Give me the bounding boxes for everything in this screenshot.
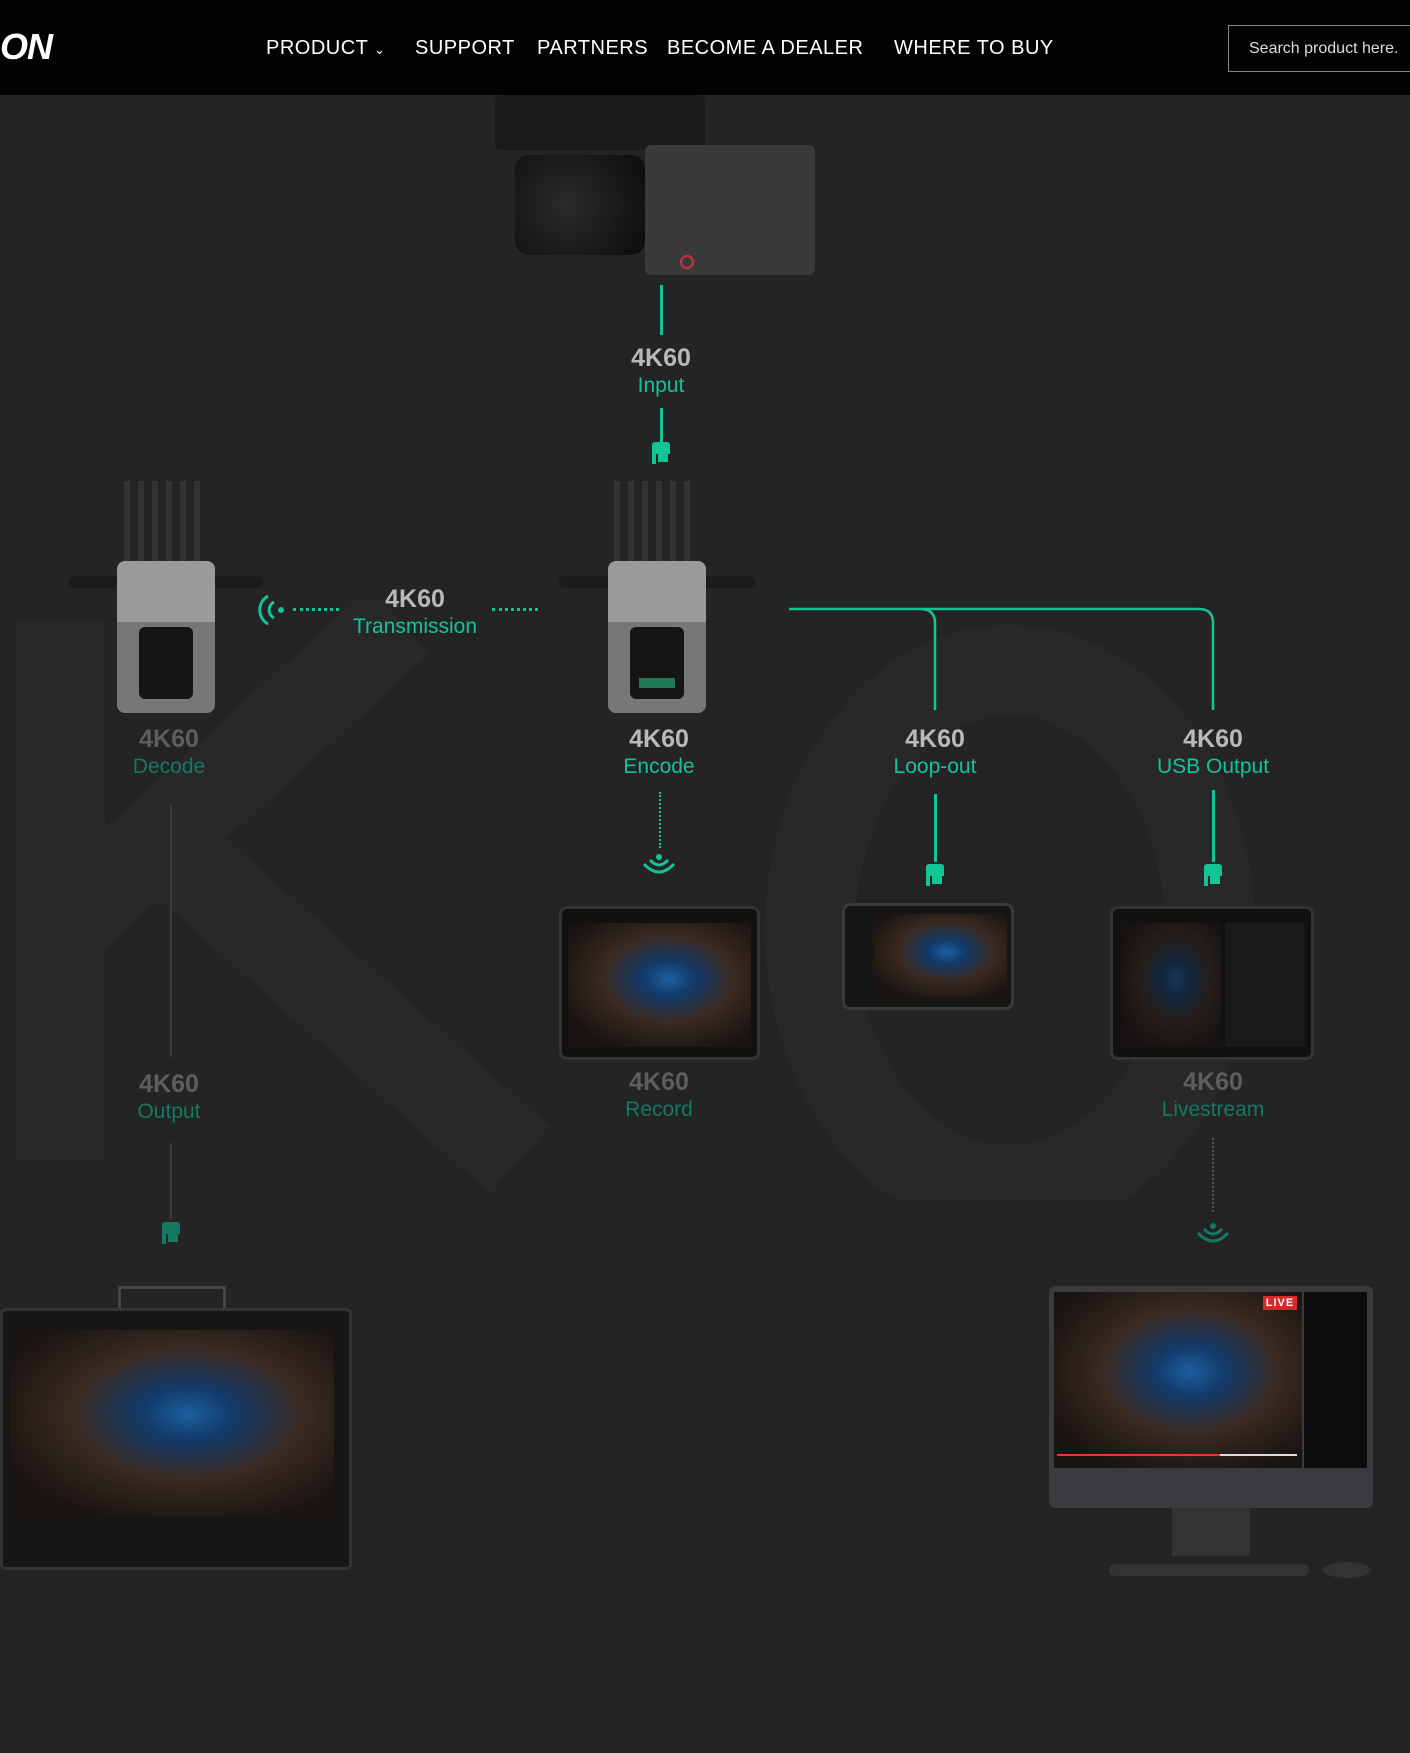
- output-value: 4K60: [139, 1070, 199, 1098]
- livestream-tablet: [1110, 906, 1314, 1060]
- usb-icon: [652, 442, 670, 464]
- usb-output-value: 4K60: [1183, 725, 1243, 753]
- production-monitor: [0, 1286, 352, 1582]
- usb-output-text: USB Output: [1156, 755, 1270, 778]
- nav-become-dealer[interactable]: BECOME A DEALER: [667, 37, 864, 59]
- input-text: Input: [637, 374, 685, 397]
- encoder-transmitter: [559, 481, 755, 713]
- encode-value: 4K60: [629, 725, 689, 753]
- logo[interactable]: ON: [0, 26, 53, 67]
- wifi-icon: [642, 854, 676, 874]
- usb-icon: [162, 1222, 180, 1244]
- usb-icon: [1204, 864, 1222, 886]
- nav-product[interactable]: PRODUCT ⌄: [266, 37, 386, 60]
- livestream-value: 4K60: [1183, 1068, 1243, 1096]
- loopout-text: Loop-out: [893, 755, 977, 778]
- transmission-text: Transmission: [352, 615, 478, 638]
- wifi-icon: [1196, 1223, 1230, 1243]
- nav-where-to-buy[interactable]: WHERE TO BUY: [894, 37, 1054, 59]
- encode-text: Encode: [623, 755, 695, 778]
- record-tablet: [559, 906, 760, 1060]
- livestream-computer: LIVE: [1049, 1286, 1373, 1578]
- search-input[interactable]: Search product here.: [1228, 25, 1410, 72]
- decode-text: Decode: [132, 755, 206, 778]
- top-nav: ON PRODUCT ⌄ SUPPORT PARTNERS BECOME A D…: [0, 0, 1410, 95]
- transmission-value: 4K60: [385, 585, 445, 613]
- live-badge: LIVE: [1263, 1296, 1297, 1310]
- usb-icon: [926, 864, 944, 886]
- input-value: 4K60: [631, 344, 691, 372]
- chevron-down-icon: ⌄: [374, 42, 386, 57]
- livestream-text: Livestream: [1161, 1098, 1265, 1121]
- loopout-value: 4K60: [905, 725, 965, 753]
- nav-partners[interactable]: PARTNERS: [537, 37, 649, 59]
- nav-product-label: PRODUCT: [266, 37, 369, 59]
- output-text: Output: [137, 1100, 201, 1123]
- record-text: Record: [625, 1098, 693, 1121]
- nav-support[interactable]: SUPPORT: [415, 37, 515, 59]
- record-value: 4K60: [629, 1068, 689, 1096]
- decode-value: 4K60: [139, 725, 199, 753]
- output-branch-lines: [789, 607, 1215, 710]
- cinema-camera: [495, 95, 825, 280]
- loopout-monitor: [842, 903, 1014, 1010]
- decoder-receiver: [69, 481, 263, 713]
- wireless-signal-icon: [258, 594, 284, 626]
